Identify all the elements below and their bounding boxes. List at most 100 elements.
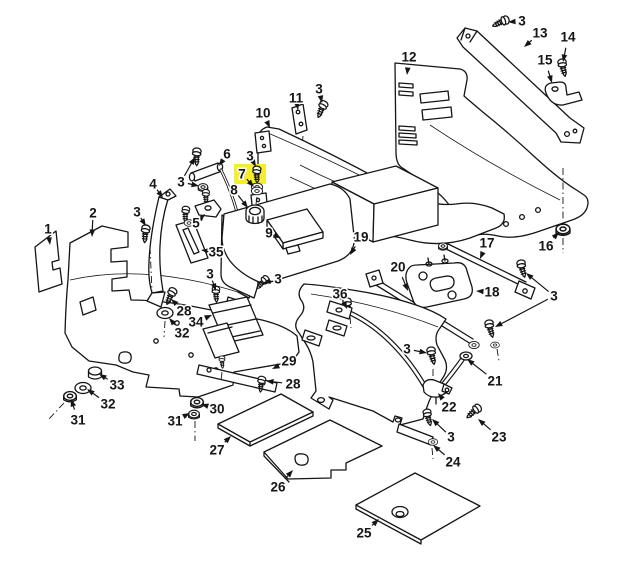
callout-label-16: 16 <box>538 239 554 254</box>
callout-3-29: 3 <box>432 419 457 446</box>
callout-31-44: 31 <box>166 412 190 430</box>
callout-label-22: 22 <box>441 400 456 415</box>
callout-3-6: 3 <box>245 147 256 167</box>
callout-label-20: 20 <box>390 260 405 275</box>
callout-31-43: 31 <box>69 399 87 429</box>
callout-3-25: 3 <box>495 273 560 327</box>
callout-label-32: 32 <box>174 326 189 341</box>
callout-6-5: 6 <box>219 145 233 166</box>
callout-24-31: 24 <box>433 445 462 471</box>
callout-3-14: 3 <box>314 80 325 103</box>
callout-label-3: 3 <box>246 149 254 164</box>
callout-15-19: 15 <box>536 51 554 83</box>
callout-35-10: 35 <box>201 243 225 261</box>
part-13-support-brace <box>456 14 585 144</box>
callout-label-18: 18 <box>484 285 500 300</box>
callout-label-32: 32 <box>100 397 115 412</box>
callout-32-42: 32 <box>87 389 117 413</box>
callout-label-3: 3 <box>315 82 323 97</box>
callout-label-13: 13 <box>532 26 548 41</box>
callout-label-3: 3 <box>274 272 282 287</box>
callout-label-36: 36 <box>332 287 348 302</box>
callout-22-28: 22 <box>438 393 458 416</box>
callout-9-11: 9 <box>264 224 281 242</box>
callout-34-39: 34 <box>187 313 212 331</box>
callout-label-26: 26 <box>270 480 286 495</box>
part-36-screw <box>341 297 353 329</box>
part-33-spacer <box>87 366 103 376</box>
callout-17-21: 17 <box>478 234 496 259</box>
callout-29-46: 29 <box>272 352 298 370</box>
callout-label-21: 21 <box>487 374 503 389</box>
fastener-cluster-5 <box>179 146 222 227</box>
callout-label-3: 3 <box>447 430 455 445</box>
callout-label-1: 1 <box>44 222 52 237</box>
callout-3-4: 3 <box>176 157 199 191</box>
callout-12-15: 12 <box>400 48 418 75</box>
callout-label-3: 3 <box>550 289 558 304</box>
callout-label-15: 15 <box>537 53 553 68</box>
callout-36-35: 36 <box>331 285 349 309</box>
callout-18-24: 18 <box>476 283 501 301</box>
part-5-bracket <box>194 199 222 218</box>
callout-label-17: 17 <box>479 236 494 251</box>
callout-label-3: 3 <box>518 14 526 29</box>
callout-7-7: 7 <box>237 165 254 187</box>
callout-label-3: 3 <box>206 267 214 282</box>
fastener-3-right <box>483 318 500 362</box>
callout-label-10: 10 <box>255 106 270 121</box>
callout-3-26: 3 <box>402 340 427 358</box>
part-22-clamp <box>422 345 453 405</box>
part-18-plate <box>405 254 473 308</box>
callout-19-22: 19 <box>350 228 370 255</box>
part-7-screw-assembly <box>250 165 264 205</box>
part-24-strap <box>396 408 439 460</box>
part-23-screw <box>462 402 484 421</box>
part-16-nut <box>555 168 571 253</box>
callout-label-29: 29 <box>281 354 296 369</box>
callout-26-33: 26 <box>269 470 293 496</box>
callout-label-27: 27 <box>209 443 224 458</box>
callout-label-3: 3 <box>133 205 141 220</box>
part-29-strip <box>196 355 278 394</box>
callout-label-8: 8 <box>230 183 238 198</box>
callout-33-41: 33 <box>99 374 126 394</box>
callout-13-17: 13 <box>524 24 549 47</box>
callout-14-18: 14 <box>559 28 577 62</box>
callout-label-19: 19 <box>353 230 368 245</box>
part-2-floor-panel <box>64 225 300 398</box>
part-30-31-nuts <box>188 396 204 441</box>
callout-3-37: 3 <box>205 265 217 291</box>
callout-label-28: 28 <box>176 304 192 319</box>
callout-25-32: 25 <box>355 519 379 542</box>
callout-label-23: 23 <box>491 430 507 445</box>
part-19-front-apron <box>295 283 448 426</box>
callout-label-9: 9 <box>265 226 273 241</box>
part-17-rod <box>438 242 536 300</box>
callout-label-24: 24 <box>445 455 461 470</box>
callout-label-12: 12 <box>401 50 416 65</box>
callout-label-31: 31 <box>70 413 86 428</box>
callout-28-47: 28 <box>266 375 302 393</box>
callout-label-6: 6 <box>223 147 231 162</box>
callout-2-1: 2 <box>88 204 98 237</box>
callout-label-35: 35 <box>208 245 224 260</box>
callout-32-40: 32 <box>169 318 191 342</box>
callout-label-25: 25 <box>356 526 372 541</box>
callout-label-34: 34 <box>188 315 204 330</box>
callout-label-3: 3 <box>403 342 411 357</box>
callout-label-3: 3 <box>177 175 185 190</box>
callout-20-23: 20 <box>389 258 408 291</box>
part-26-mat <box>263 419 383 483</box>
callout-27-34: 27 <box>208 436 231 459</box>
callout-label-4: 4 <box>149 177 157 192</box>
part-34-ribbed-bracket <box>202 296 264 359</box>
callout-1-0: 1 <box>43 220 54 245</box>
callout-label-31: 31 <box>167 414 183 429</box>
callout-10-12: 10 <box>254 104 272 128</box>
callout-label-28: 28 <box>285 377 301 392</box>
callout-label-33: 33 <box>109 378 125 393</box>
callout-label-2: 2 <box>89 206 97 221</box>
